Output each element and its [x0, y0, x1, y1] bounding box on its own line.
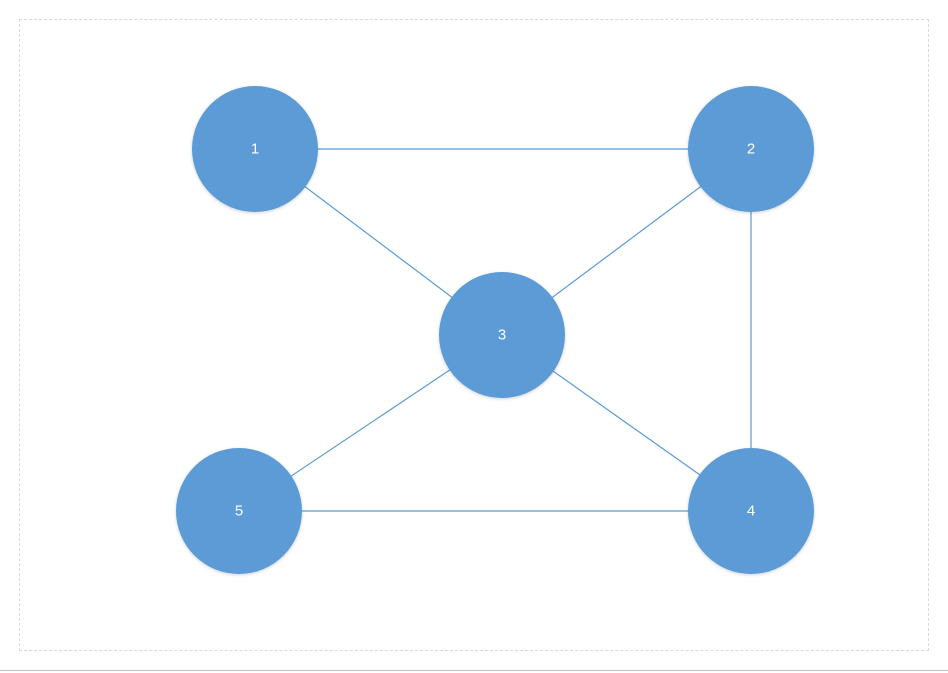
node-1: 1	[192, 86, 318, 212]
node-2-circle	[688, 86, 814, 212]
node-1-label: 1	[251, 141, 259, 158]
node-4: 4	[688, 448, 814, 574]
bottom-divider	[0, 670, 948, 671]
diagram-canvas-frame	[19, 19, 929, 651]
node-1-circle	[192, 86, 318, 212]
node-2-label: 2	[747, 141, 755, 158]
node-3-circle	[439, 272, 565, 398]
nodes-layer: 1 2 3 4 5	[176, 86, 814, 574]
node-3-label: 3	[498, 327, 506, 344]
node-4-circle	[688, 448, 814, 574]
node-5: 5	[176, 448, 302, 574]
node-5-circle	[176, 448, 302, 574]
node-3: 3	[439, 272, 565, 398]
node-4-label: 4	[747, 503, 755, 520]
node-5-label: 5	[235, 503, 243, 520]
node-2: 2	[688, 86, 814, 212]
